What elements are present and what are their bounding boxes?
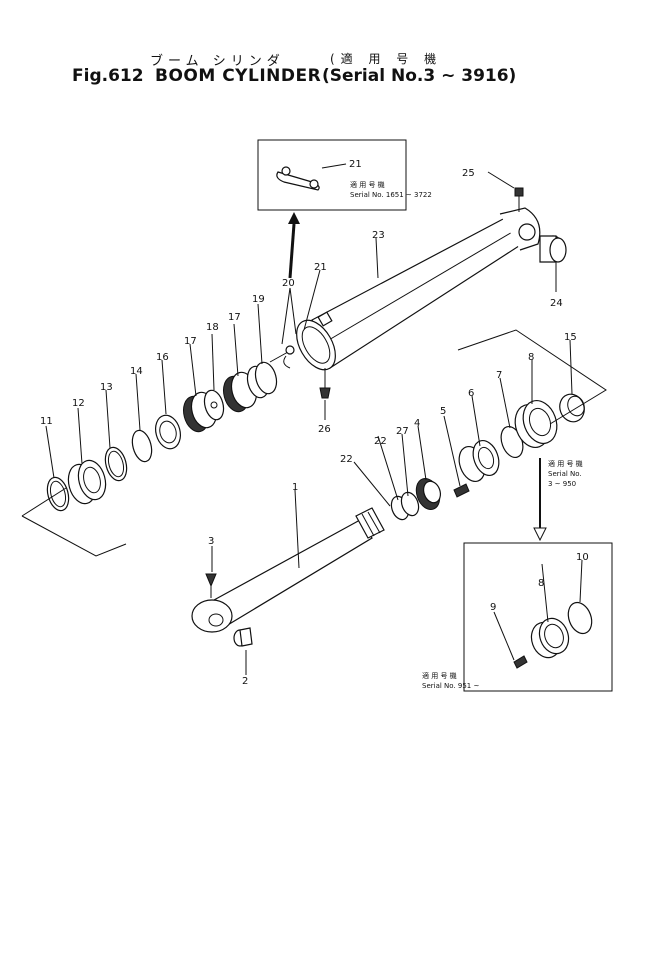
part-label-18: 18 <box>206 322 219 333</box>
part-label-14: 14 <box>130 366 143 377</box>
part-label-21: 21 <box>314 262 327 273</box>
part-label-27: 27 <box>396 426 409 437</box>
serial-range: (Serial No.3 ~ 3916) <box>322 66 517 86</box>
part-label-2: 2 <box>242 676 248 687</box>
part-label-9: 9 <box>490 602 496 613</box>
gland-8-alt <box>530 617 570 659</box>
link-hole-1 <box>281 166 291 176</box>
inset-top: 21 適 用 号 機 Serial No. 1651 ~ 3722 <box>257 139 432 211</box>
mid-note-serial: Serial No. <box>548 470 582 478</box>
rod-cover-6 <box>458 439 500 483</box>
part-label-5: 5 <box>440 406 446 417</box>
piston-rod <box>191 507 385 633</box>
inset-bottom-note-jp: 適 用 号 機 <box>422 671 457 680</box>
inset-bottom-frame <box>463 542 613 692</box>
part-label-24: 24 <box>550 298 563 309</box>
part-label-25: 25 <box>462 168 475 179</box>
part-label-1: 1 <box>292 482 298 493</box>
group-line-right <box>457 329 607 425</box>
leader-lines <box>45 171 583 675</box>
inset-bottom-note-serial: Serial No. 951 ~ <box>422 682 479 690</box>
part-label-7: 7 <box>496 370 502 381</box>
part-label-11: 11 <box>40 416 53 427</box>
screw-9 <box>513 655 528 669</box>
title-english: BOOM CYLINDER <box>155 66 322 86</box>
part-label-17a: 17 <box>184 336 197 347</box>
bushing-2 <box>233 627 253 647</box>
part-label-22a: 22 <box>374 436 387 447</box>
screw-5 <box>453 483 470 498</box>
part-label-22b: 22 <box>340 454 353 465</box>
inset-top-note-serial: Serial No. 1651 ~ 3722 <box>350 191 432 199</box>
seal-12 <box>67 459 107 505</box>
ring-13 <box>104 446 128 482</box>
ring-16 <box>155 414 181 450</box>
part-label-8-inset: 8 <box>538 578 544 589</box>
seal-4 <box>415 478 442 510</box>
part-label-21-top: 21 <box>349 159 362 170</box>
part-label-3: 3 <box>208 536 214 547</box>
part-label-6: 6 <box>468 388 474 399</box>
part-label-19: 19 <box>252 294 265 305</box>
arrow-head-down <box>533 527 547 542</box>
part-label-8: 8 <box>528 352 534 363</box>
part-label-17b: 17 <box>228 312 241 323</box>
leader-21-top <box>321 163 347 169</box>
nut-19 <box>246 361 278 399</box>
inset-top-note-jp: 適 用 号 機 <box>350 180 385 189</box>
arrow-shaft <box>288 223 296 279</box>
cylinder-tube <box>296 207 541 371</box>
gland-8 <box>514 400 558 448</box>
piston-18 <box>203 389 225 421</box>
ring-27 <box>400 491 420 517</box>
group-line-left-2 <box>21 515 127 557</box>
inset-top-frame <box>257 139 407 211</box>
ring-14 <box>131 429 153 463</box>
bushing-24 <box>539 235 567 263</box>
figure-number: Fig.612 <box>72 66 144 86</box>
title-japanese: ブーム シリンダ <box>150 54 285 69</box>
group-line-left-1 <box>21 487 67 517</box>
grease-nipple-26 <box>319 368 331 399</box>
grease-nipple-3 <box>205 573 217 598</box>
part-label-26: 26 <box>318 424 331 435</box>
title-japanese-applicable: (適 用 号 機 <box>330 52 443 66</box>
part-label-20: 20 <box>282 278 295 289</box>
dust-seal-15 <box>559 393 585 423</box>
part-label-23: 23 <box>372 230 385 241</box>
part-label-4: 4 <box>414 418 420 429</box>
screw-20 <box>269 345 295 369</box>
grease-nipple-25 <box>514 187 524 212</box>
mid-note-jp: 適 用 号 機 <box>548 459 583 468</box>
inset-bottom: 適 用 号 機 Serial No. 951 ~ <box>422 542 613 692</box>
part-label-10: 10 <box>576 552 589 563</box>
mid-note-range: 3 ~ 950 <box>548 480 576 488</box>
arrow-head-up <box>288 212 300 224</box>
ring-10 <box>567 601 593 635</box>
part-label-13: 13 <box>100 382 113 393</box>
part-label-16: 16 <box>156 352 169 363</box>
part-label-15: 15 <box>564 332 577 343</box>
part-label-12: 12 <box>72 398 85 409</box>
link-hole-2 <box>309 179 319 189</box>
